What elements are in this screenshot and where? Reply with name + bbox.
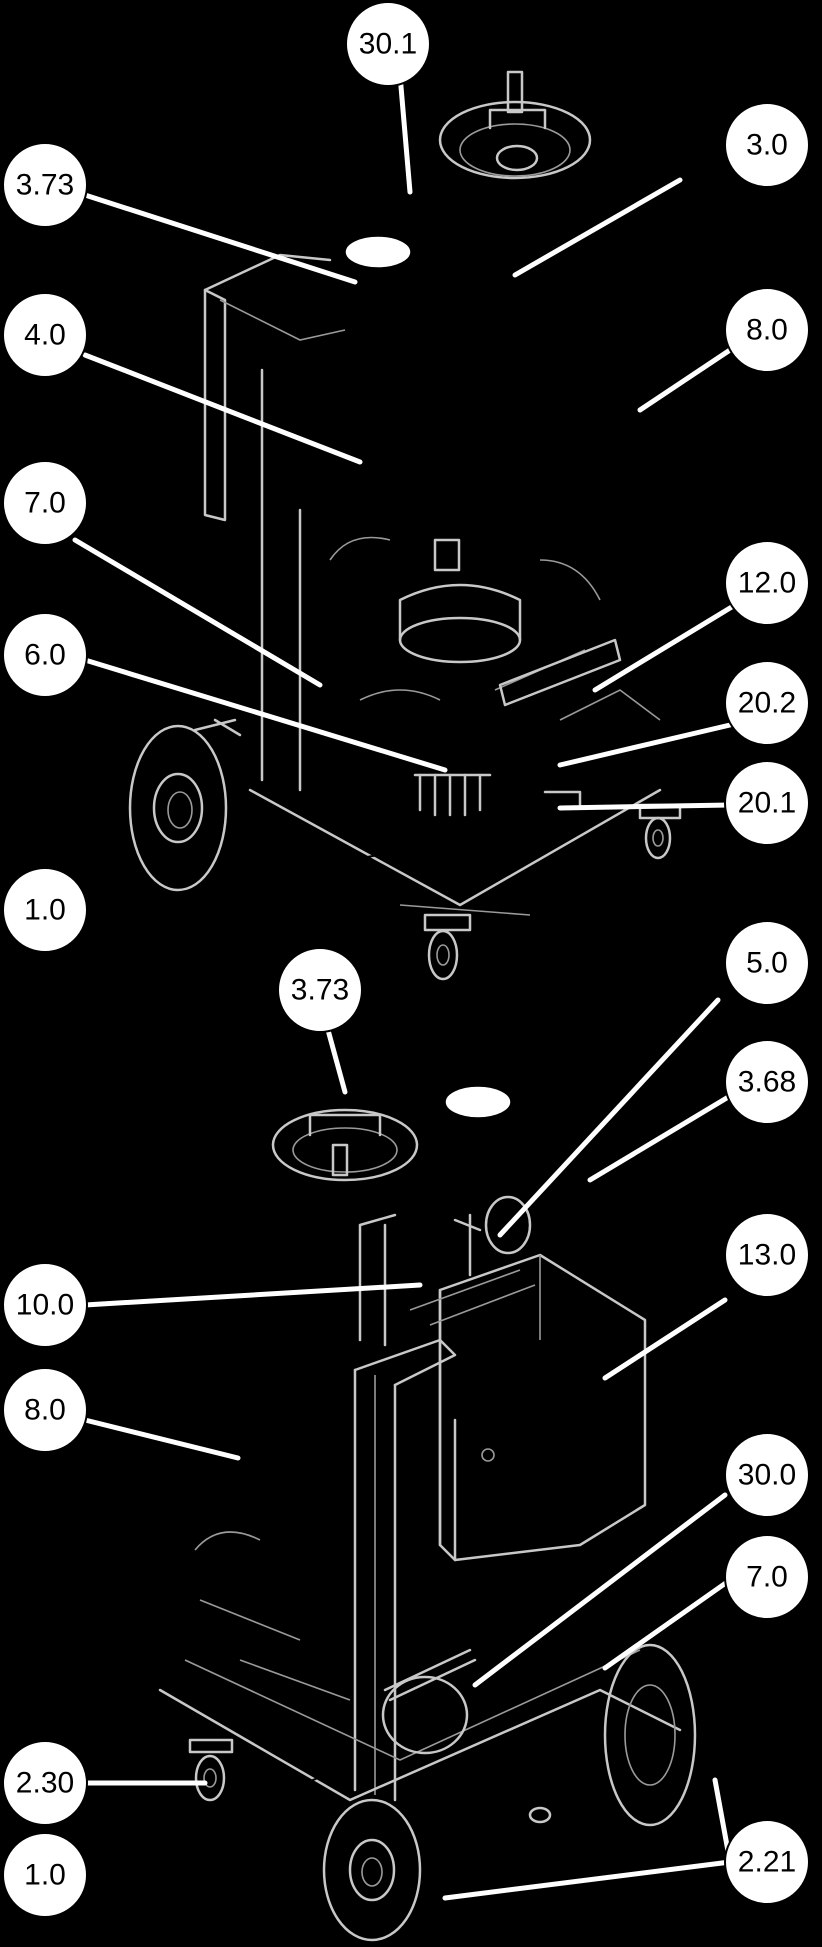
leader-lines: [72, 72, 743, 1901]
callout-8-0-top: 8.0: [724, 287, 810, 373]
callout-30-0: 30.0: [724, 1432, 810, 1518]
leader-5-0: [497, 997, 721, 1238]
bottom-assembly-drawing: [158, 1085, 697, 1942]
callout-2-30: 2.30: [2, 1740, 88, 1826]
leader-13-0: [602, 1297, 728, 1381]
leader-8-0-bottom: [82, 1417, 241, 1461]
leader-3-73-bottom: [325, 1027, 348, 1095]
callout-3-68: 3.68: [724, 1039, 810, 1125]
leader-7-0-top: [72, 537, 323, 688]
callout-bubbles: 30.1 3.73 3.0 4.0 8.0 7.0 12.0 6.0: [2, 1, 810, 1918]
callout-label: 30.1: [359, 28, 417, 61]
callout-label: 3.73: [291, 974, 349, 1007]
callout-3-0: 3.0: [724, 102, 810, 188]
callout-10-0: 10.0: [2, 1262, 88, 1348]
leader-30-1-top: [397, 72, 413, 195]
callout-label: 6.0: [24, 639, 66, 672]
leader-3-68: [587, 1087, 743, 1183]
callout-20-1: 20.1: [724, 760, 810, 846]
callout-4-0: 4.0: [2, 292, 88, 378]
leader-1-0-top: [84, 854, 379, 911]
callout-20-2: 20.2: [724, 660, 810, 746]
callout-6-0: 6.0: [2, 612, 88, 698]
callout-label: 20.1: [738, 787, 796, 820]
leader-3-73-top: [82, 192, 358, 285]
callout-label: 1.0: [24, 1859, 66, 1892]
leader-4-0: [82, 352, 363, 465]
leader-30-0: [472, 1492, 728, 1688]
leader-20-2: [557, 722, 733, 768]
callout-3-73-bottom: 3.73: [277, 947, 363, 1033]
callout-label: 10.0: [16, 1289, 74, 1322]
callout-label: 4.0: [24, 319, 66, 352]
callout-label: 30.0: [738, 1459, 796, 1492]
callout-3-73-top: 3.73: [2, 142, 88, 228]
callout-label: 7.0: [24, 487, 66, 520]
callout-label: 13.0: [738, 1239, 796, 1272]
callout-label: 8.0: [746, 314, 788, 347]
leader-10-0: [82, 1282, 423, 1308]
leader-6-0: [82, 657, 448, 773]
callout-2-21: 2.21: [724, 1819, 810, 1905]
callout-8-0-bottom: 8.0: [2, 1367, 88, 1453]
leader-1-0-bottom: [84, 1774, 326, 1876]
callout-label: 8.0: [24, 1394, 66, 1427]
top-assembly-drawing: [128, 70, 682, 981]
callout-1-0-top: 1.0: [2, 867, 88, 953]
leader-2-21: [442, 1859, 733, 1901]
callout-label: 20.2: [738, 687, 796, 720]
callout-label: 7.0: [746, 1561, 788, 1594]
callout-label: 2.21: [738, 1846, 796, 1879]
callout-label: 5.0: [746, 947, 788, 980]
callout-label: 3.68: [738, 1066, 796, 1099]
callout-label: 2.30: [16, 1767, 74, 1800]
callout-13-0: 13.0: [724, 1212, 810, 1298]
callout-label: 3.73: [16, 169, 74, 202]
leader-12-0: [592, 602, 738, 693]
leader-7-0-bottom: [602, 1577, 733, 1671]
callout-label: 1.0: [24, 894, 66, 927]
leader-20-1: [557, 802, 733, 811]
callout-label: 3.0: [746, 129, 788, 162]
callout-30-1-top: 30.1: [345, 1, 431, 87]
callout-12-0: 12.0: [724, 540, 810, 626]
callout-1-0-bottom: 1.0: [2, 1832, 88, 1918]
callout-7-0-top: 7.0: [2, 460, 88, 546]
callout-7-0-bottom: 7.0: [724, 1534, 810, 1620]
leader-8-0-top: [637, 347, 733, 413]
leader-3-0: [512, 177, 683, 278]
callout-label: 12.0: [738, 567, 796, 600]
callout-5-0: 5.0: [724, 920, 810, 1006]
